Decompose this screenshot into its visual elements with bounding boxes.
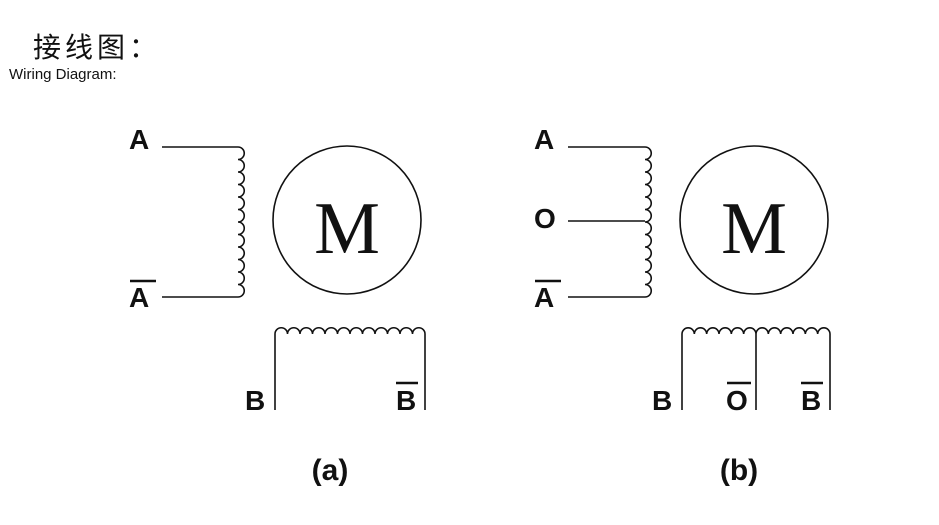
title-english: Wiring Diagram: — [9, 66, 117, 83]
label-b: B — [245, 385, 265, 416]
coil-a — [237, 146, 246, 298]
label-b-bar: B — [801, 385, 821, 416]
label-a: A — [129, 124, 149, 155]
coil-b — [274, 326, 426, 335]
diagram-b: A O A M B O B (b) — [534, 124, 831, 487]
motor-circle — [272, 145, 422, 295]
label-o-bar: O — [726, 385, 748, 416]
label-b: B — [652, 385, 672, 416]
diagram-a: A A M B B (a) — [129, 124, 426, 487]
coil-a-center-tapped — [644, 146, 653, 298]
label-a-bar: A — [534, 282, 554, 313]
caption-a: (a) — [312, 454, 349, 487]
caption-b: (b) — [720, 454, 758, 487]
coil-b-center-tapped — [681, 327, 831, 335]
motor-circle — [679, 145, 829, 295]
label-a-bar: A — [129, 282, 149, 313]
label-o: O — [534, 203, 556, 234]
label-a: A — [534, 124, 554, 155]
motor-label: M — [721, 188, 787, 270]
title-chinese: 接线图： — [33, 31, 162, 64]
label-b-bar: B — [396, 385, 416, 416]
motor-label: M — [314, 188, 380, 270]
